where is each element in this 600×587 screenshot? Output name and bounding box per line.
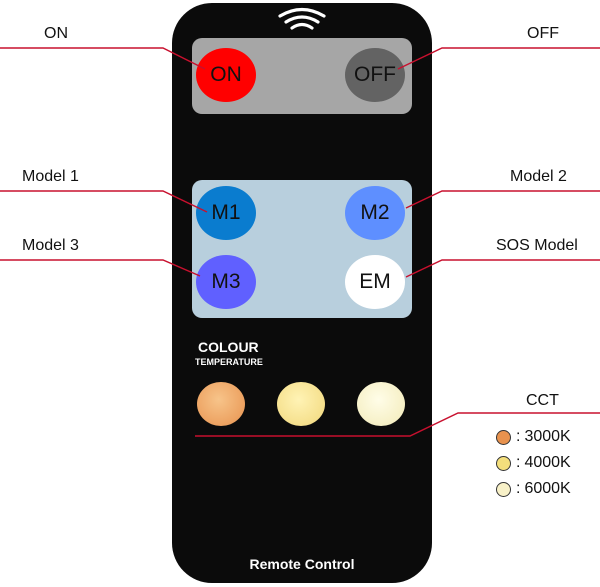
legend-label-4000k: 4000K xyxy=(524,454,571,471)
callout-model-3: Model 3 xyxy=(22,237,79,254)
mode-1-button[interactable]: M1 xyxy=(196,186,256,240)
mode-3-button[interactable]: M3 xyxy=(196,255,256,309)
legend-colon: : xyxy=(516,454,521,471)
legend-item-6000k: : 6000K xyxy=(496,480,571,498)
emergency-button[interactable]: EM xyxy=(345,255,405,309)
callout-model-1: Model 1 xyxy=(22,168,79,185)
colour-title: COLOUR xyxy=(198,339,259,355)
remote-footer-label: Remote Control xyxy=(249,556,355,572)
callout-model-2: Model 2 xyxy=(510,168,567,185)
cct-4000k-button[interactable] xyxy=(277,382,325,426)
cct-6000k-button[interactable] xyxy=(357,382,405,426)
legend-colon: : xyxy=(516,428,521,445)
legend-dot-6000k xyxy=(496,481,511,497)
legend-item-4000k: : 4000K xyxy=(496,454,571,472)
legend-item-3000k: : 3000K xyxy=(496,428,571,446)
legend-colon: : xyxy=(516,480,521,497)
callout-off: OFF xyxy=(527,25,559,42)
off-button[interactable]: OFF xyxy=(345,48,405,102)
mode-2-button[interactable]: M2 xyxy=(345,186,405,240)
colour-subtitle: TEMPERATURE xyxy=(195,357,263,367)
legend-dot-4000k xyxy=(496,455,511,471)
legend-label-3000k: 3000K xyxy=(524,428,571,445)
legend-dot-3000k xyxy=(496,429,511,445)
cct-3000k-button[interactable] xyxy=(197,382,245,426)
legend-label-6000k: 6000K xyxy=(524,480,571,497)
on-button[interactable]: ON xyxy=(196,48,256,102)
callout-on: ON xyxy=(44,25,68,42)
callout-sos-model: SOS Model xyxy=(496,237,578,254)
callout-cct: CCT xyxy=(526,392,559,409)
